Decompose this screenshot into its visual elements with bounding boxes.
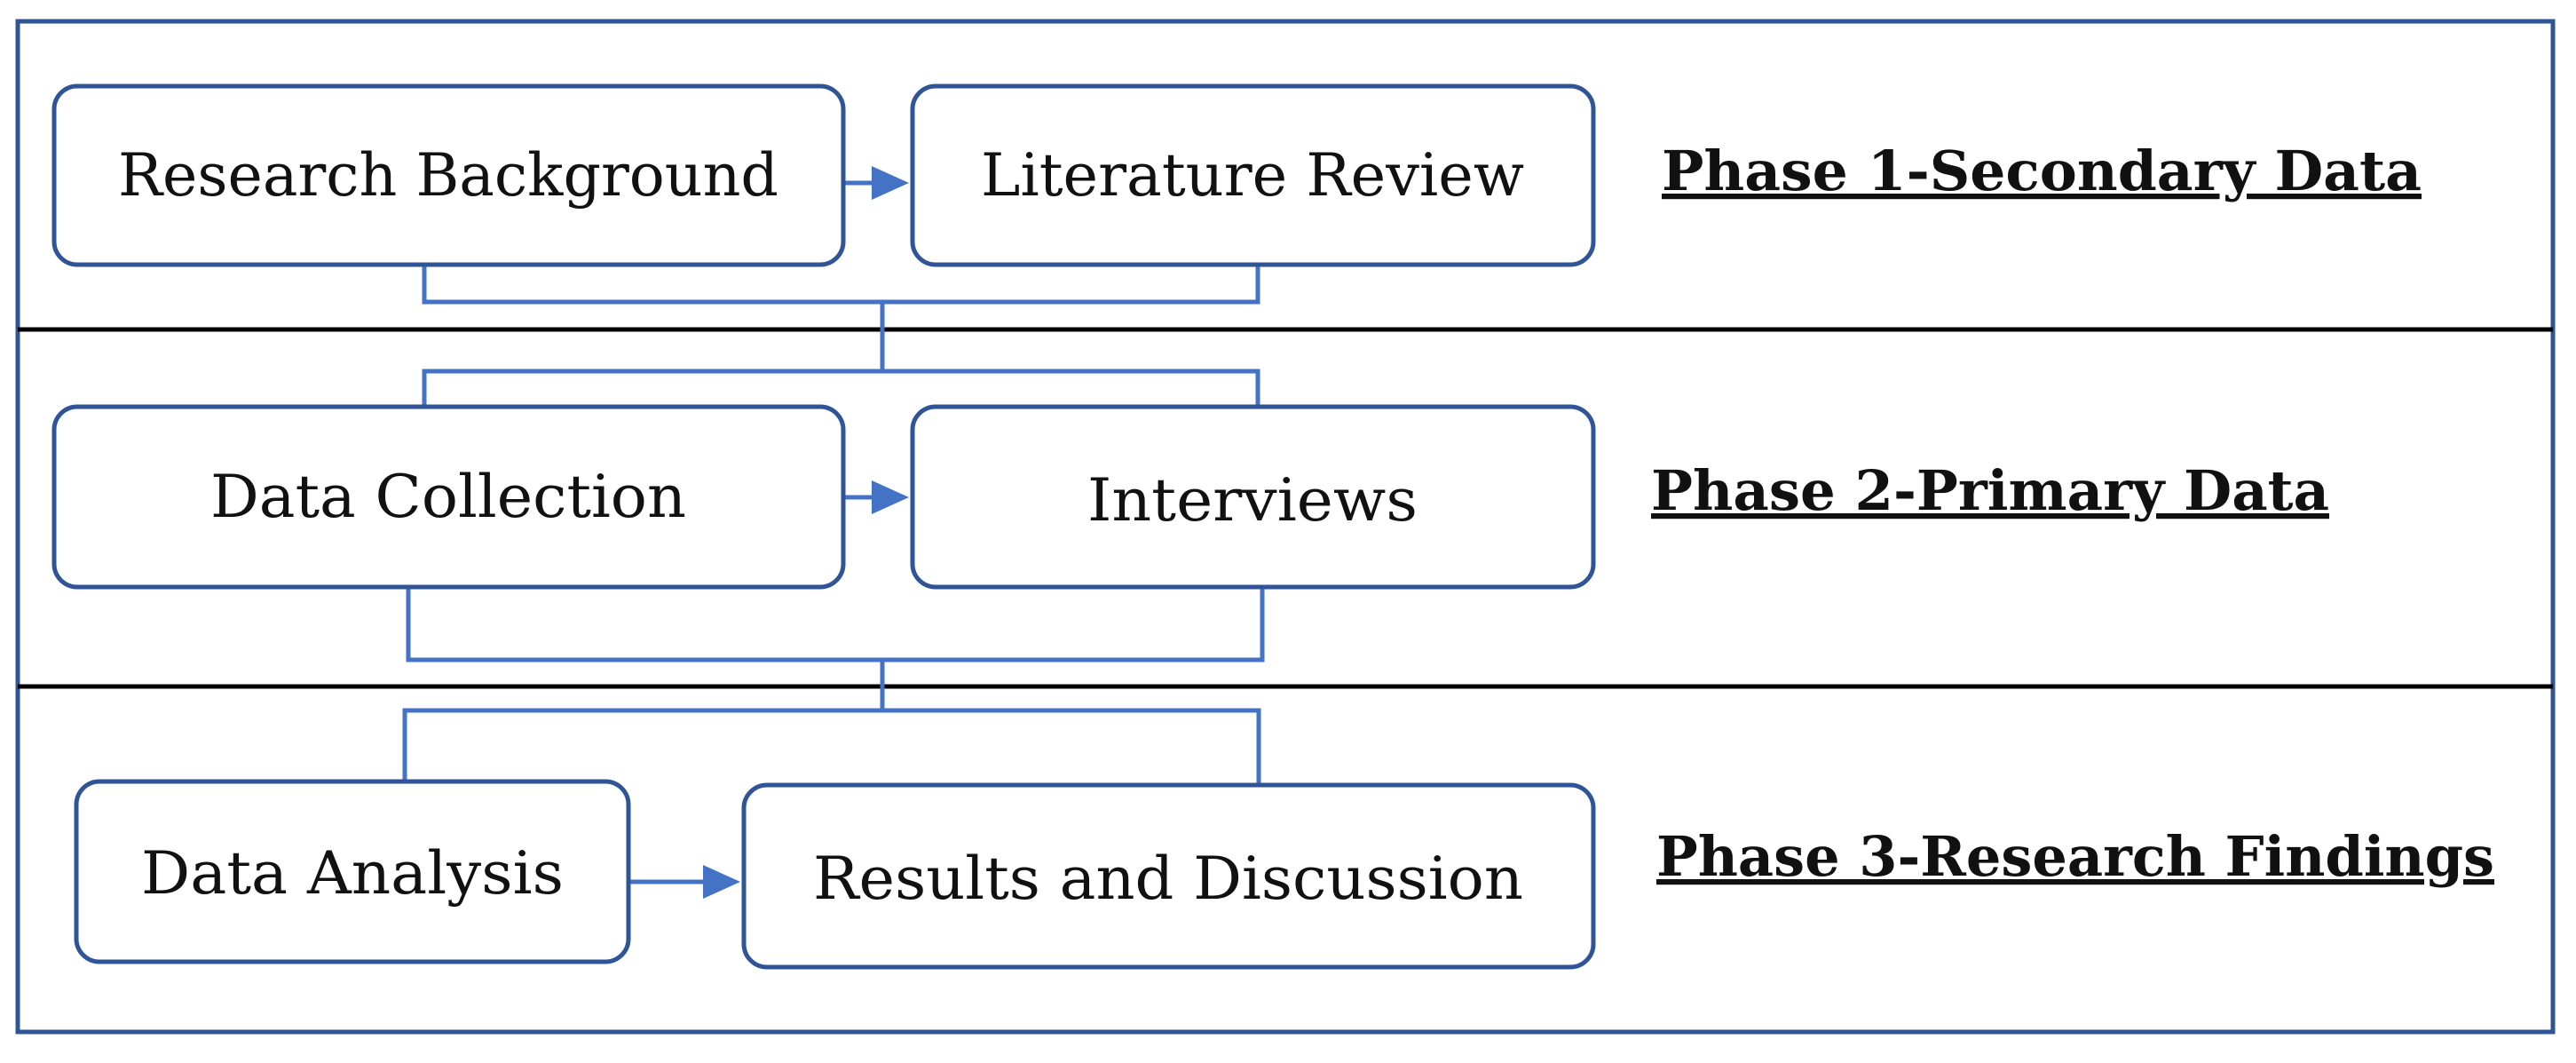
node-interviews: Interviews	[910, 404, 1596, 590]
phase2-top-bracket	[422, 369, 1260, 407]
arrow-head-2	[872, 480, 909, 514]
phase2-bottom-bracket	[406, 587, 1265, 662]
node-label: Results and Discussion	[813, 845, 1523, 913]
connectors	[402, 180, 1265, 885]
phase-3-label: Phase 3-Research Findings	[1656, 824, 2494, 889]
phase-1-label: Phase 1-Secondary Data	[1662, 139, 2422, 203]
phase1-bottom-bracket	[422, 265, 1260, 305]
arrow-head-3	[703, 865, 740, 899]
node-research-background: Research Background	[51, 83, 846, 267]
phase3-top-bracket	[402, 708, 1261, 785]
node-data-collection: Data Collection	[51, 404, 846, 590]
node-literature-review: Literature Review	[910, 83, 1596, 267]
node-label: Research Background	[118, 141, 778, 210]
node-data-analysis: Data Analysis	[74, 779, 631, 964]
phase-2-label: Phase 2-Primary Data	[1651, 458, 2329, 523]
arrow-head-1	[872, 166, 909, 200]
node-label: Interviews	[1087, 466, 1418, 535]
node-label: Data Collection	[210, 463, 686, 531]
node-label: Data Analysis	[141, 839, 564, 908]
node-results-and-discussion: Results and Discussion	[741, 782, 1596, 970]
node-label: Literature Review	[981, 141, 1524, 210]
